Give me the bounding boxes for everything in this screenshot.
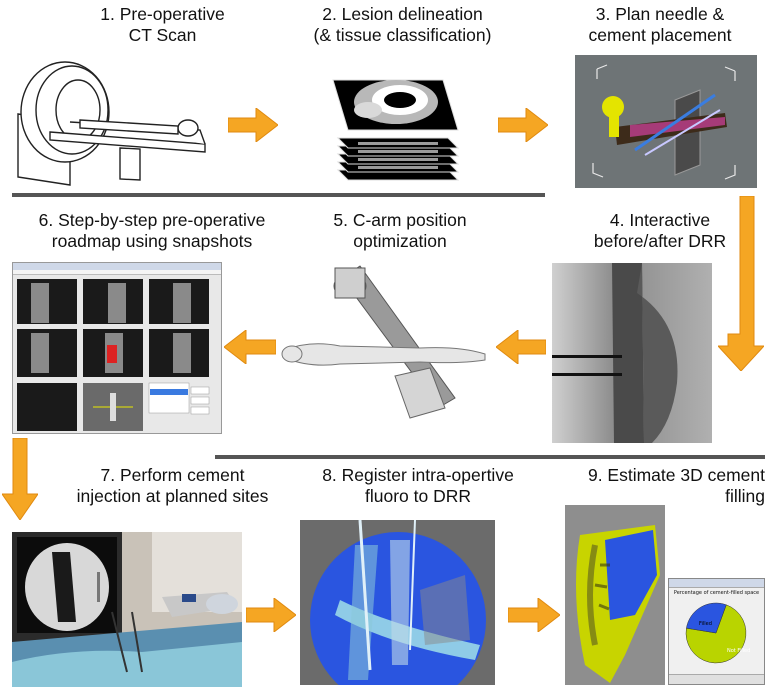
step-6-title: 6. Step-by-step pre-operative xyxy=(38,210,266,230)
step-7-title: 7. Perform cement xyxy=(100,465,245,485)
cement-injection-photo xyxy=(12,532,242,687)
roadmap-software-screenshot xyxy=(12,262,222,434)
pie-chart-title: Percentage of cement-filled space xyxy=(673,590,760,596)
step-2-subtitle: (& tissue classification) xyxy=(313,25,492,45)
step-7-label: 7. Perform cement injection at planned s… xyxy=(45,465,300,507)
step-3-subtitle: cement placement xyxy=(588,25,732,45)
pie-window-titlebar xyxy=(669,579,764,588)
ct-scanner-image xyxy=(10,52,215,187)
arrow-step4-to-step5 xyxy=(496,330,546,364)
step-8-label: 8. Register intra-opertive fluoro to DRR xyxy=(298,465,538,507)
arrow-step7-to-step8 xyxy=(246,598,296,632)
step-2-label: 2. Lesion delineation (& tissue classifi… xyxy=(270,4,535,46)
registration-overlay-image xyxy=(300,520,495,685)
step-5-subtitle: optimization xyxy=(353,231,447,251)
window-titlebar xyxy=(13,263,221,270)
step-1-title: 1. Pre-operative xyxy=(100,4,225,24)
arrow-step5-to-step6 xyxy=(224,330,276,364)
step-9-label: 9. Estimate 3D cement filling xyxy=(555,465,765,507)
step-4-title: 4. Interactive xyxy=(609,210,711,230)
pie-chart: Filled Not Filled xyxy=(685,602,750,664)
step-9-subtitle: filling xyxy=(725,486,765,506)
pie-slice-not-filled xyxy=(686,602,727,634)
arrow-step8-to-step9 xyxy=(508,598,560,632)
step-6-label: 6. Step-by-step pre-operative roadmap us… xyxy=(2,210,302,252)
pie-window-toolbar xyxy=(669,674,764,684)
cement-fill-pie-window: Percentage of cement-filled space Filled… xyxy=(668,578,765,685)
pie-label-not-filled: Not Filled xyxy=(727,648,750,654)
cement-volume-3d-image xyxy=(565,505,665,685)
step-3-title: 3. Plan needle & xyxy=(595,4,725,24)
arrow-step6-to-step7 xyxy=(2,438,38,520)
step-5-title: 5. C-arm position xyxy=(333,210,467,230)
arrow-step3-to-step4 xyxy=(718,196,764,371)
step-2-title: 2. Lesion delineation xyxy=(322,4,483,24)
pie-slice-filled xyxy=(685,604,747,664)
needle-plan-3d-image xyxy=(575,55,757,188)
step-8-subtitle: fluoro to DRR xyxy=(364,486,471,506)
step-1-label: 1. Pre-operative CT Scan xyxy=(55,4,270,46)
drr-before-after-image xyxy=(552,263,712,443)
step-6-subtitle: roadmap using snapshots xyxy=(51,231,253,251)
step-7-subtitle: injection at planned sites xyxy=(76,486,269,506)
step-9-title: 9. Estimate 3D cement xyxy=(587,465,765,485)
arrow-step2-to-step3 xyxy=(498,108,548,142)
step-4-label: 4. Interactive before/after DRR xyxy=(560,210,760,252)
step-5-label: 5. C-arm position optimization xyxy=(300,210,500,252)
c-arm-model-image xyxy=(280,258,490,428)
step-1-subtitle: CT Scan xyxy=(128,25,197,45)
step-4-subtitle: before/after DRR xyxy=(593,231,727,251)
arrow-step1-to-step2 xyxy=(228,108,278,142)
window-menubar xyxy=(13,270,221,275)
row-divider-top xyxy=(12,193,545,197)
lesion-slices-image xyxy=(328,70,463,190)
step-3-label: 3. Plan needle & cement placement xyxy=(555,4,765,46)
pie-label-filled: Filled xyxy=(699,621,712,627)
step-8-title: 8. Register intra-opertive xyxy=(322,465,514,485)
row-divider-bottom xyxy=(215,455,765,459)
